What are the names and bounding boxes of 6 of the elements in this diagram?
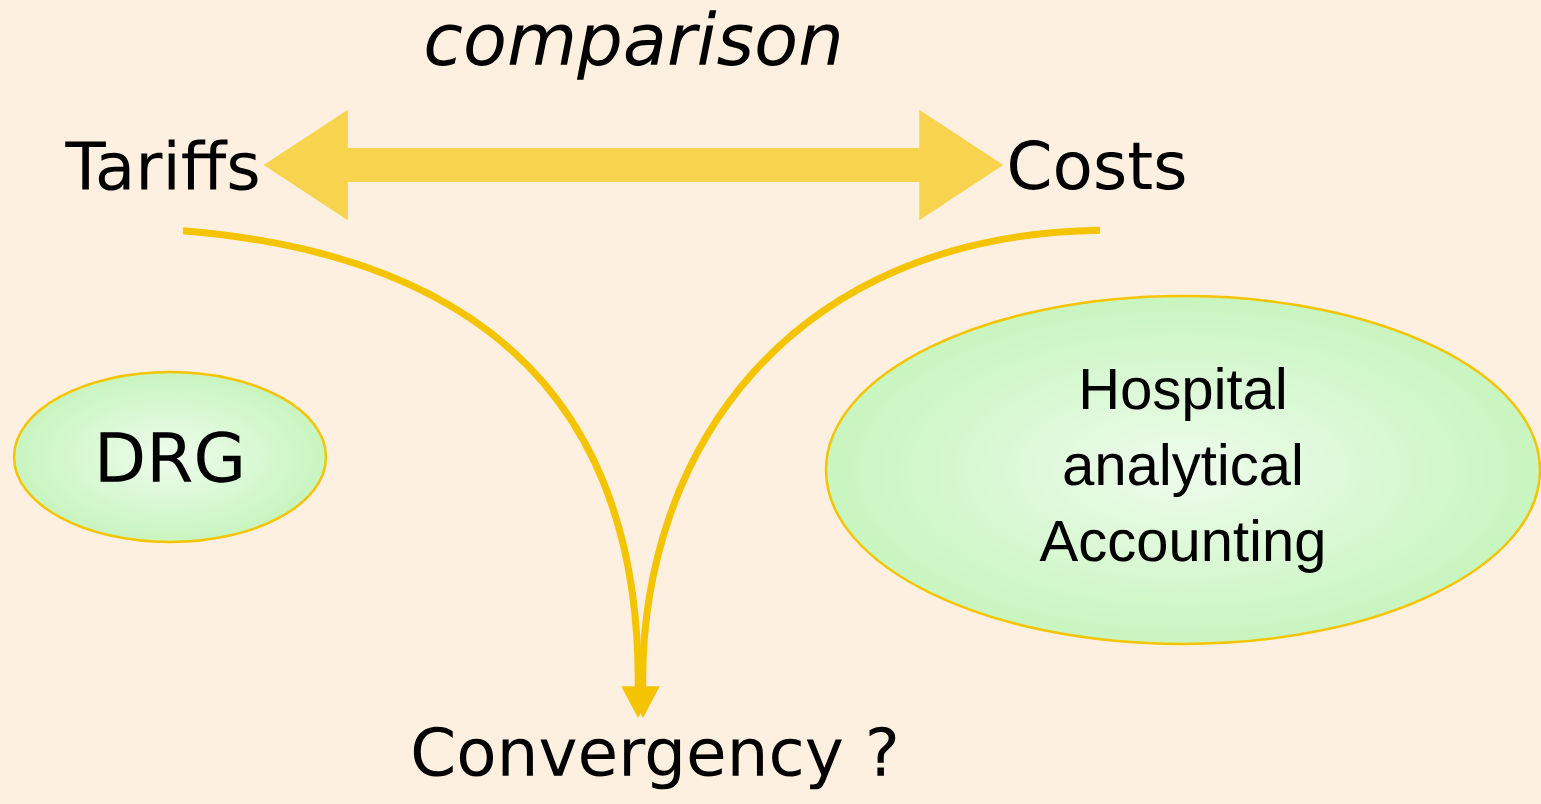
- node-label: Costs: [1010, 140, 1185, 190]
- ellipse-node: Hospital analytical Accounting: [824, 294, 1541, 646]
- node-label: Convergency ?: [413, 726, 896, 790]
- edge-label: comparison: [421, 8, 846, 82]
- node-label: Tariffs: [65, 139, 258, 191]
- ellipse-node: DRG: [12, 370, 328, 544]
